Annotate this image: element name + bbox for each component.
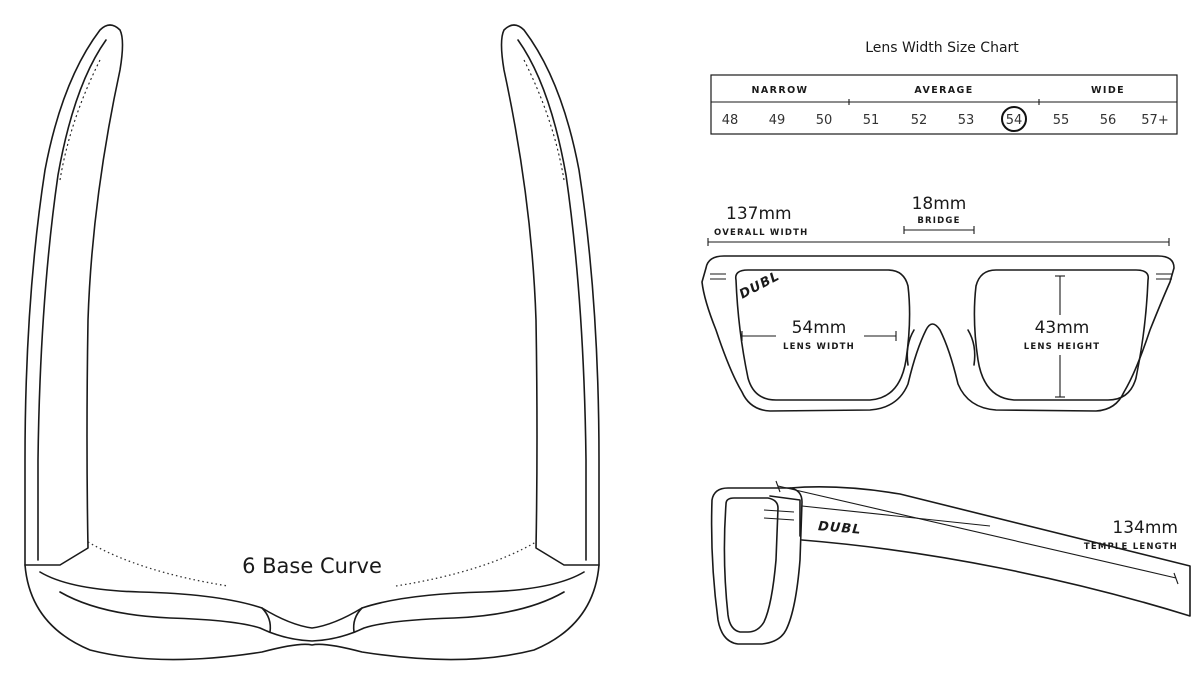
size-50: 50 [816,113,833,128]
base-curve-label: 6 Base Curve [242,554,382,578]
group-wide: WIDE [1091,85,1125,96]
lens-height-label: LENS HEIGHT [1024,342,1101,352]
size-54: 54 [1006,113,1023,128]
size-49: 49 [769,113,786,128]
bridge-value: 18mm [912,194,967,214]
side-logo: DUBL [817,519,862,538]
lens-height-value: 43mm [1035,318,1090,338]
size-57-plus: 57+ [1141,113,1168,128]
group-narrow: NARROW [752,85,809,96]
front-logo: DUBL [737,269,782,303]
lens-width-value: 54mm [792,318,847,338]
size-chart-table [710,74,1178,135]
side-view-drawing: DUBL 134mm TEMPLE LENGTH [710,480,1191,645]
size-53: 53 [958,113,975,128]
bridge-label: BRIDGE [917,216,960,226]
temple-length-label: TEMPLE LENGTH [1084,542,1178,552]
size-chart: Lens Width Size Chart NARROW AVERAGE WID… [710,40,1178,135]
size-52: 52 [911,113,928,128]
temple-length-value: 134mm [1112,518,1178,538]
lens-width-label: LENS WIDTH [783,342,855,352]
top-view-drawing: 6 Base Curve [24,24,600,661]
group-average: AVERAGE [914,85,973,96]
size-51: 51 [863,113,880,128]
size-56: 56 [1100,113,1117,128]
overall-width-value: 137mm [726,204,792,224]
front-view-drawing: 137mm OVERALL WIDTH 18mm BRIDGE DUBL 54m… [701,194,1175,412]
size-55: 55 [1053,113,1070,128]
overall-width-label: OVERALL WIDTH [714,228,808,238]
size-48: 48 [722,113,739,128]
size-chart-title: Lens Width Size Chart [865,40,1019,56]
highlight-circle [1001,106,1027,132]
